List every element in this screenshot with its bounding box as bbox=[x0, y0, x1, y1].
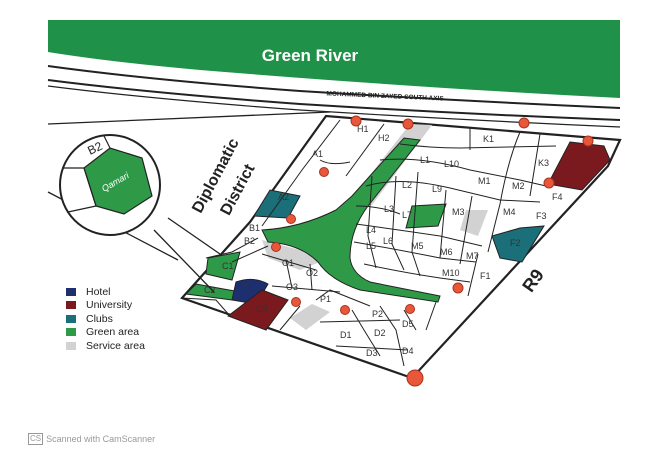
plot-label-d3: D3 bbox=[366, 348, 378, 358]
plot-label-l1: L1 bbox=[420, 155, 430, 165]
legend-swatch-hotel bbox=[66, 287, 76, 296]
plot-label-l4: L4 bbox=[366, 225, 376, 235]
road-edge-south bbox=[47, 79, 621, 121]
plot-label-m2: M2 bbox=[512, 181, 525, 191]
plot-label-d2: D2 bbox=[374, 328, 386, 338]
plot-label-m4: M4 bbox=[503, 207, 516, 217]
access-node bbox=[543, 177, 555, 189]
plot-label-l5: L5 bbox=[366, 241, 376, 251]
green-spine bbox=[261, 137, 441, 303]
legend-item: Service area bbox=[66, 339, 145, 352]
legend-item: University bbox=[66, 299, 145, 312]
plot-label-l6: L6 bbox=[383, 236, 393, 246]
access-node bbox=[286, 214, 296, 224]
legend-swatch-clubs bbox=[66, 314, 76, 323]
inset-connector-line bbox=[153, 229, 215, 293]
plot-label-l7: L7 bbox=[402, 210, 412, 220]
plot-label-o3: O3 bbox=[286, 282, 298, 292]
access-node bbox=[582, 135, 594, 147]
camscanner-text: Scanned with CamScanner bbox=[46, 434, 156, 444]
plot-label-c3: C3 bbox=[256, 304, 268, 314]
road-r9-label: R9 bbox=[518, 265, 548, 295]
green-plot-c1 bbox=[205, 251, 241, 281]
clubs-plot-a2 bbox=[253, 189, 301, 219]
access-node bbox=[405, 304, 415, 314]
road-edge-north bbox=[47, 65, 621, 109]
plot-label-d5: D5 bbox=[402, 319, 414, 329]
access-node bbox=[340, 305, 350, 315]
access-node bbox=[518, 117, 530, 129]
clubs-plot-f2 bbox=[491, 225, 545, 263]
legend-swatch-university bbox=[66, 301, 76, 309]
legend-swatch-service-area bbox=[66, 341, 76, 350]
legend-label: Green area bbox=[86, 326, 140, 338]
legend-label: Clubs bbox=[86, 312, 113, 325]
plot-label-h2: H2 bbox=[378, 133, 390, 143]
inset-connector-line bbox=[167, 217, 221, 255]
access-node bbox=[406, 369, 424, 387]
plot-label-m5: M5 bbox=[411, 241, 424, 251]
road-label: MOHAMMED BIN ZAYED SOUTH AXIS bbox=[326, 90, 444, 102]
legend-item: Green area bbox=[66, 326, 145, 339]
green-river-title: Green River bbox=[262, 46, 359, 65]
legend-item: Clubs bbox=[66, 312, 145, 325]
plot-label-b1: B1 bbox=[249, 223, 260, 233]
plot-label-c2: C2 bbox=[204, 285, 216, 295]
plot-label-l3: L3 bbox=[384, 204, 394, 214]
legend-label: Service area bbox=[86, 339, 145, 352]
plot-label-p1: P1 bbox=[320, 294, 331, 304]
plot-label-l2: L2 bbox=[402, 180, 412, 190]
plot-label-m10: M10 bbox=[442, 268, 460, 278]
parcel-lines bbox=[181, 119, 557, 367]
plot-label-f4: F4 bbox=[552, 192, 563, 202]
plot-label-k1: K1 bbox=[483, 134, 494, 144]
legend-label: University bbox=[86, 299, 133, 311]
plot-labels: H1 H2 K1 K3 A1 A2 L1 L10 M1 M2 F4 L2 L9 … bbox=[204, 124, 563, 358]
access-node bbox=[452, 282, 464, 294]
service-area-south bbox=[290, 304, 330, 330]
service-area-east bbox=[460, 210, 488, 236]
legend-item: Hotel bbox=[66, 285, 145, 298]
plot-label-c1: C1 bbox=[222, 261, 234, 271]
green-river-area bbox=[48, 20, 620, 98]
plot-label-a1: A1 bbox=[312, 149, 323, 159]
plot-label-k3: K3 bbox=[538, 158, 549, 168]
plot-label-o1: O1 bbox=[282, 258, 294, 268]
access-node bbox=[271, 242, 281, 252]
inset-magnifier: B2 Qamari bbox=[59, 134, 221, 293]
district-boundary-top bbox=[47, 111, 331, 125]
legend-label: Hotel bbox=[86, 285, 111, 298]
access-node bbox=[402, 118, 414, 130]
plot-label-b2: B2 bbox=[244, 236, 255, 246]
plot-label-d1: D1 bbox=[340, 330, 352, 340]
access-node bbox=[350, 115, 362, 127]
university-plot-c3 bbox=[226, 289, 289, 331]
camscanner-badge: CS bbox=[28, 433, 44, 445]
inset-plot-label: B2 bbox=[85, 139, 105, 158]
plot-label-l9: L9 bbox=[432, 184, 442, 194]
legend-swatch-green-area bbox=[66, 328, 76, 336]
university-plot-k3 bbox=[547, 141, 611, 191]
access-node bbox=[319, 167, 329, 177]
plot-label-l10: L10 bbox=[444, 159, 459, 169]
plot-label-m1: M1 bbox=[478, 176, 491, 186]
plot-label-f2: F2 bbox=[510, 238, 521, 248]
plot-label-p2: P2 bbox=[372, 309, 383, 319]
plot-label-d4: D4 bbox=[402, 346, 414, 356]
plot-label-f3: F3 bbox=[536, 211, 547, 221]
access-nodes bbox=[271, 115, 594, 387]
plot-label-c: C bbox=[244, 282, 251, 292]
plot-label-m6: M6 bbox=[440, 247, 453, 257]
plot-label-a2: A2 bbox=[278, 192, 289, 202]
plot-label-m3: M3 bbox=[452, 207, 465, 217]
plot-label-h1: H1 bbox=[357, 124, 369, 134]
green-plot-l7 bbox=[405, 203, 447, 229]
access-node bbox=[291, 297, 301, 307]
plot-label-m7: M7 bbox=[466, 251, 479, 261]
camscanner-watermark: CS Scanned with CamScanner bbox=[28, 433, 155, 445]
plot-label-f1: F1 bbox=[480, 271, 491, 281]
map-legend: Hotel University Clubs Green area Servic… bbox=[66, 285, 145, 353]
plot-label-o2: O2 bbox=[306, 268, 318, 278]
